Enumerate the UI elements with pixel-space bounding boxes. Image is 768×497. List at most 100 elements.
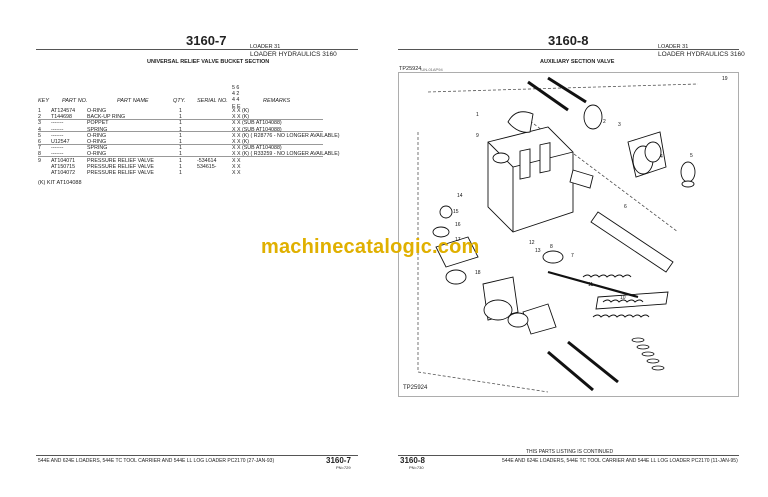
row-divider — [38, 131, 323, 132]
table-cell-qty: 1 — [179, 132, 182, 139]
table-cell-qty: 1 — [179, 145, 182, 152]
table-cell-remarks: X X (K) ( R28776 - NO LONGER AVAILABLE) — [232, 132, 340, 139]
left-page-title: 3160-7 — [186, 33, 227, 48]
table-cell-part-no: U12547 — [51, 138, 70, 145]
diagram-frame — [398, 72, 739, 397]
left-header-rule — [36, 49, 358, 50]
table-cell-part-name: PRESSURE RELIEF VALVE — [87, 157, 154, 164]
col-header-part-no: PART NO. — [62, 98, 88, 104]
table-cell-part-name: PRESSURE RELIEF VALVE — [87, 169, 154, 176]
callout-label: 15 — [453, 209, 459, 215]
spring-coils-right — [631, 337, 665, 371]
table-cell-part-name: POPPET — [87, 120, 109, 127]
col-header-serial: SERIAL NO. — [197, 98, 228, 104]
callout-label: 17 — [455, 237, 461, 243]
right-page-title: 3160-8 — [548, 33, 589, 48]
table-cell-part-name: PRESSURE RELIEF VALVE — [87, 163, 154, 170]
table-cell-key: 9 — [38, 157, 41, 164]
col-header-remarks: REMARKS — [263, 98, 291, 104]
table-cell-qty: 1 — [179, 163, 182, 170]
callout-label: 1 — [476, 112, 479, 118]
table-cell-key: 7 — [38, 145, 41, 152]
callout-label: 3 — [618, 122, 621, 128]
left-header-line1: LOADER 31 — [250, 44, 281, 50]
table-cell-qty: 1 — [179, 114, 182, 121]
callout-label: 11 — [588, 282, 593, 288]
table-cell-key: 2 — [38, 114, 41, 121]
table-cell-remarks: X X — [232, 163, 241, 170]
table-cell-serial: -534614 — [197, 157, 217, 164]
table-cell-key: 4 — [38, 126, 41, 133]
table-cell-qty: 1 — [179, 108, 182, 114]
kit-note: (K) KIT AT104088 — [38, 180, 82, 186]
model-code-row: 4 2 — [232, 91, 240, 98]
qty-column: 1 1 1 1 1 1 1 1 1 1 1 — [179, 108, 182, 176]
figure-ref-small: -UN-01AP94 — [420, 67, 443, 72]
valve-body — [487, 126, 574, 233]
row-divider — [38, 143, 323, 145]
continued-note: THIS PARTS LISTING IS CONTINUED — [526, 449, 614, 455]
row-divider — [38, 118, 323, 120]
table-cell-remarks: X X (SUB AT104088) — [232, 145, 282, 152]
table-cell-part-name: BACK-UP RING — [87, 114, 126, 121]
left-header-line2: LOADER HYDRAULICS 3160 — [250, 51, 337, 58]
table-cell-remarks: X X (K) — [232, 108, 250, 114]
callout-label: 16 — [455, 222, 461, 228]
col-header-qty: QTY. — [173, 98, 186, 104]
table-cell-key: 6 — [38, 138, 41, 145]
watermark-text: machinecatalogic.com — [261, 236, 480, 258]
right-cylinders — [583, 104, 696, 188]
table-cell-remarks: X X (SUB AT104088) — [232, 126, 282, 133]
table-cell-qty: 1 — [179, 138, 182, 145]
table-cell-part-name: SPRING — [87, 145, 108, 152]
table-cell-part-name: O-RING — [87, 151, 107, 158]
table-cell-remarks: X X — [232, 157, 241, 164]
table-cell-remarks: X X (SUB AT104088) — [232, 120, 282, 127]
left-footer-page: 3160-7 — [326, 456, 351, 465]
model-codes: 5 6 4 2 4 4 E E — [232, 85, 241, 110]
table-cell-part-no: ------- — [51, 120, 64, 127]
callout-label: 7 — [571, 253, 574, 259]
callout-label: 5 — [690, 153, 693, 159]
table-cell-serial: 534615- — [197, 163, 217, 170]
table-cell-key: 1 — [38, 108, 41, 114]
part-no-column: AT124574 T144698 ------- ------- -------… — [51, 108, 75, 176]
callout-label: 4 — [660, 154, 663, 160]
diagram-callouts: 1 2 3 4 5 6 7 8 9 10 11 12 13 14 15 16 1… — [453, 76, 728, 301]
table-cell-part-no: ------- — [51, 126, 64, 133]
table-cell-qty: 1 — [179, 151, 182, 158]
callout-label: 14 — [457, 193, 463, 199]
bolt-rods — [527, 76, 619, 392]
callout-label: 13 — [535, 248, 541, 254]
table-cell-remarks: X X (K) — [232, 138, 250, 145]
table-cell-remarks: X X (K) — [232, 114, 250, 121]
col-header-part-name: PART NAME — [117, 98, 149, 104]
springs — [582, 274, 650, 318]
callout-label: 18 — [475, 270, 481, 276]
left-footer-rule — [36, 455, 358, 456]
right-footer-page: 3160-8 — [400, 456, 425, 465]
right-header-line2: LOADER HYDRAULICS 3160 — [658, 51, 745, 58]
table-cell-part-no: ------- — [51, 145, 64, 152]
table-cell-part-no: AT124574 — [51, 108, 76, 114]
part-name-column: O-RING BACK-UP RING POPPET SPRING O-RING… — [87, 108, 154, 176]
right-footer-rule — [398, 455, 739, 456]
left-section-title: UNIVERSAL RELIEF VALVE BUCKET SECTION — [147, 59, 270, 65]
callout-label: 6 — [624, 204, 627, 210]
table-cell-part-name: SPRING — [87, 126, 108, 133]
callout-label: 12 — [529, 240, 535, 246]
table-cell-part-name: O-RING — [87, 138, 107, 145]
callout-label: 2 — [603, 119, 606, 125]
table-cell-serial — [197, 170, 216, 176]
table-cell-part-name: O-RING — [87, 108, 107, 114]
table-cell-key: 8 — [38, 151, 41, 158]
figure-ref-top: TP25924 — [399, 66, 422, 72]
col-header-key: KEY — [38, 98, 50, 104]
left-footer-code: PN=729 — [336, 465, 351, 470]
row-divider — [38, 156, 323, 157]
table-cell-part-no: AT104072 — [51, 169, 76, 176]
right-section-title: AUXILIARY SECTION VALVE — [540, 59, 615, 65]
lower-parts — [432, 205, 557, 335]
left-footer-text: 544E AND 624E LOADERS, 544E TC TOOL CARR… — [38, 458, 275, 464]
table-cell-part-no: ------- — [51, 132, 64, 139]
